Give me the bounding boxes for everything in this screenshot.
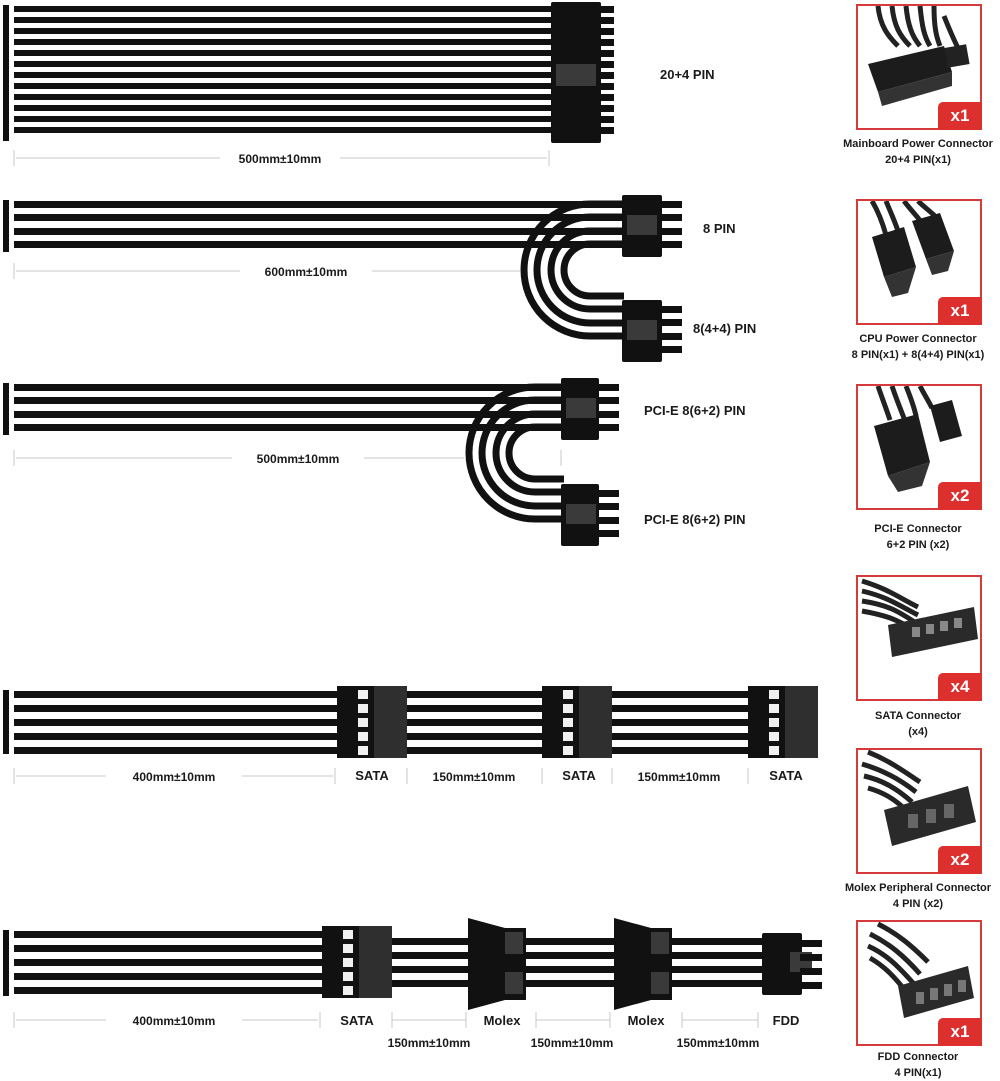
cpu-connector-thumbnail: x1 [856,199,982,325]
length-label-segment-3: 150mm±10mm [677,1036,760,1050]
fdd-connector-thumbnail: x1 [856,920,982,1046]
sata-connector-thumbnail: x4 [856,575,982,701]
molex-label-2: Molex [628,1013,666,1028]
molex-connector-1 [468,918,526,1010]
connector-detail: 4 PIN(x1) [894,1067,942,1079]
sata-connector-caption: SATA Connector (x4) [836,708,1000,740]
molex-wires-main [14,931,324,994]
cpu-8pin-connector [622,195,682,257]
sata-connector-2 [542,686,612,758]
cpu-wires [14,201,624,248]
length-label-first: 400mm±10mm [133,1014,216,1028]
quantity-badge: x1 [938,297,982,325]
connector-name: Mainboard Power Connector [843,138,993,150]
sata-connector-1 [337,686,407,758]
length-label-segment-2: 150mm±10mm [531,1036,614,1050]
connector-label-pcie-bottom: PCI-E 8(6+2) PIN [644,512,746,527]
dimension-line [13,263,520,279]
connector-label-20-4-pin: 20+4 PIN [660,67,715,82]
pcie-connector-bottom [561,484,619,546]
mainboard-24pin-connector [551,2,614,143]
cable-end-bar [3,690,9,754]
cable-end-bar [3,5,9,141]
quantity-badge: x1 [938,102,982,130]
sata-label-4: SATA [340,1013,374,1028]
sata-cable: 400mm±10mm SATA 150mm±10mm SATA 150mm±10… [3,686,818,784]
fdd-connector-caption: FDD Connector 4 PIN(x1) [836,1049,1000,1081]
quantity-badge: x4 [938,673,982,701]
molex-cable: 400mm±10mm SATA Molex Molex FDD 150mm±10… [3,918,822,1050]
length-label: 500mm±10mm [257,452,340,466]
pcie-connector-image [874,386,962,492]
connector-name: SATA Connector [875,710,961,722]
connector-name: PCI-E Connector [874,523,962,535]
pcie-cable: PCI-E 8(6+2) PIN PCI-E 8(6+2) PIN 500mm±… [3,378,746,546]
length-label-segment-1: 150mm±10mm [388,1036,471,1050]
fdd-connector [762,933,822,995]
quantity-badge: x1 [938,1018,982,1046]
connector-label-8-4-4-pin: 8(4+4) PIN [693,321,756,336]
molex-connector-caption: Molex Peripheral Connector 4 PIN (x2) [836,880,1000,912]
length-label-segment-1: 150mm±10mm [433,770,516,784]
length-label-segment-2: 150mm±10mm [638,770,721,784]
mainboard-connector-image [868,6,970,106]
connector-detail: 6+2 PIN (x2) [886,539,950,551]
cpu-cable: 8 PIN 8(4+4) PIN 600mm±10mm [3,195,756,362]
length-label: 500mm±10mm [239,152,322,166]
connector-name: FDD Connector [877,1051,959,1063]
pcie-connector-caption: PCI-E Connector 6+2 PIN (x2) [836,521,1000,553]
connector-detail: (x4) [908,726,928,738]
connector-detail: 8 PIN(x1) + 8(4+4) PIN(x1) [851,349,985,361]
sata-label-1: SATA [355,768,389,783]
connector-detail: 4 PIN (x2) [892,898,944,910]
length-label-first: 400mm±10mm [133,770,216,784]
sata-label-3: SATA [769,768,803,783]
sata-connector-3 [748,686,818,758]
dimension-line [13,450,562,466]
fdd-connector-image [866,922,974,1018]
pcie-connector-top [561,378,619,440]
connector-label-pcie-top: PCI-E 8(6+2) PIN [644,403,746,418]
cable-end-bar [3,930,9,996]
cpu-connector-caption: CPU Power Connector 8 PIN(x1) + 8(4+4) P… [836,331,1000,363]
connector-label-8-pin: 8 PIN [703,221,736,236]
pcie-wire-loop [465,383,564,523]
sata-connector-4 [322,926,392,998]
mainboard-wires [14,6,552,133]
mainboard-connector-caption: Mainboard Power Connector 20+4 PIN(x1) [836,136,1000,168]
pcie-connector-thumbnail: x2 [856,384,982,510]
molex-connector-image [861,750,976,846]
sata-label-2: SATA [562,768,596,783]
molex-wires-peripheral [390,938,762,987]
cpu-connector-image [869,201,954,297]
quantity-badge: x2 [938,846,982,874]
cpu-wire-loop [520,200,624,340]
cpu-4-4pin-connector [622,300,682,362]
connector-name: Molex Peripheral Connector [844,882,992,894]
fdd-label: FDD [773,1013,800,1028]
molex-connector-2 [614,918,672,1010]
connector-name: CPU Power Connector [859,333,977,345]
dimension-line [13,150,550,166]
molex-label-1: Molex [484,1013,522,1028]
dimension-line [13,768,749,784]
pcie-wires [14,384,564,431]
molex-connector-thumbnail: x2 [856,748,982,874]
mainboard-cable: 20+4 PIN 500mm±10mm [3,2,715,166]
length-label: 600mm±10mm [265,265,348,279]
cable-end-bar [3,383,9,435]
dimension-line [13,1012,759,1028]
quantity-badge: x2 [938,482,982,510]
sata-connector-image [861,578,978,657]
mainboard-connector-thumbnail: x1 [856,4,982,130]
cable-end-bar [3,200,9,252]
connector-detail: 20+4 PIN(x1) [885,154,951,166]
